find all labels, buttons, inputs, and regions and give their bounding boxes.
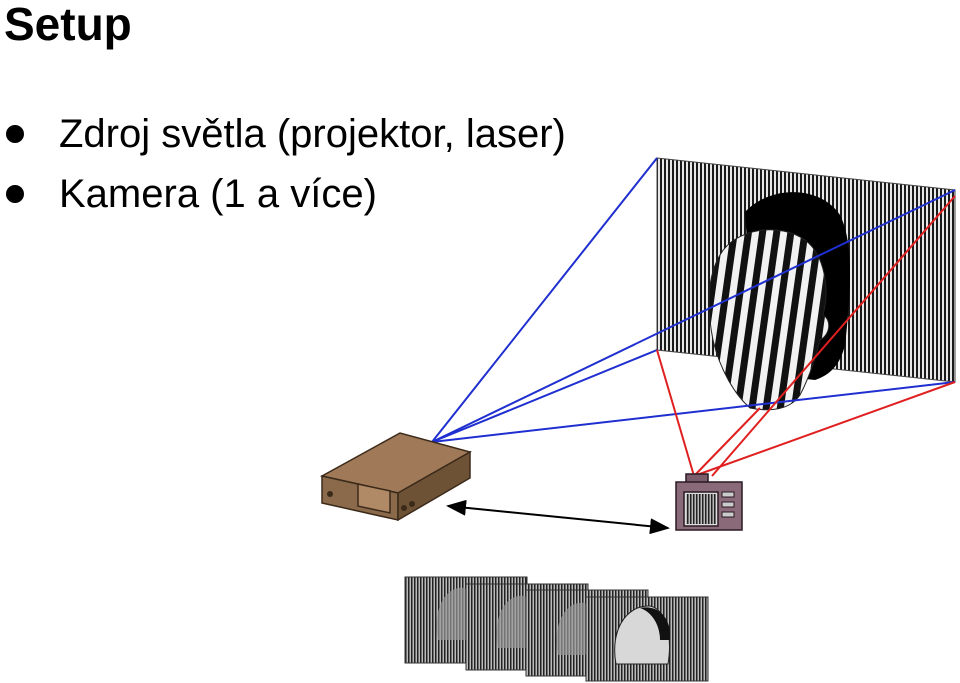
bullet-text: Kamera (1 a více) (59, 172, 377, 216)
captured-image (585, 596, 709, 682)
camera-rays (656, 195, 956, 477)
bullet-icon (6, 125, 24, 143)
slide-title: Setup (4, 0, 132, 50)
projector-rays (431, 157, 956, 443)
bullet-text: Zdroj světla (projektor, laser) (59, 112, 566, 156)
camera (675, 473, 743, 531)
bullet-list: Zdroj světla (projektor, laser) Kamera (… (4, 104, 566, 224)
bullet-icon (6, 185, 24, 203)
face-with-stripes (708, 192, 850, 411)
bullet-item-light-source: Zdroj světla (projektor, laser) (4, 104, 566, 164)
baseline-arrow (446, 499, 670, 535)
captured-images-stack (404, 576, 709, 682)
bullet-item-camera: Kamera (1 a více) (4, 164, 566, 224)
projector (319, 432, 472, 522)
